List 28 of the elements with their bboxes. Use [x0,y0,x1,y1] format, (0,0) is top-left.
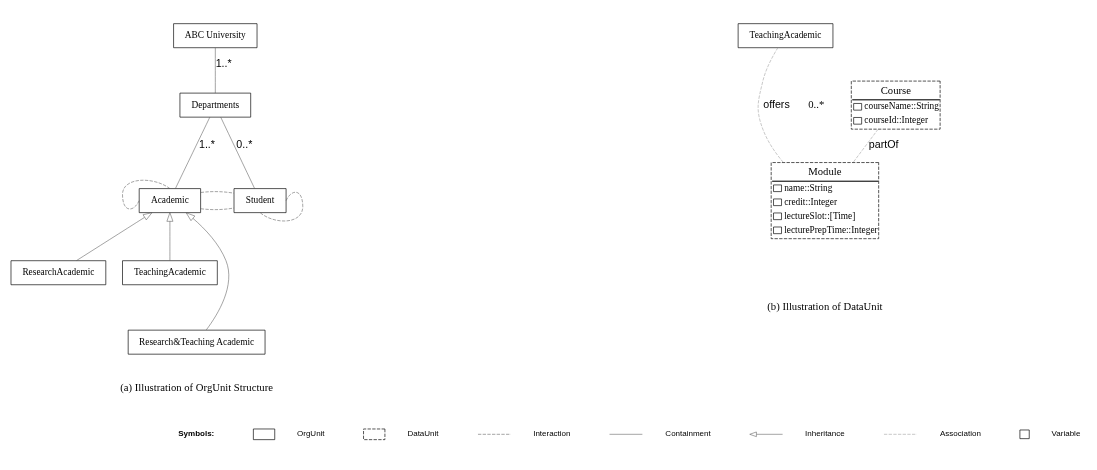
connector [215,47,216,94]
connector [200,191,235,194]
arrow [185,212,229,331]
node-box: TeachingAcademic [122,260,218,286]
label: (b) Illustration of DataUnit [767,299,883,312]
label: (a) Illustration of OrgUnit Structure [120,380,273,393]
edge-label: 1..* [215,56,232,69]
node-box: ResearchAcademic [10,260,107,286]
connector [757,47,784,163]
edge-label: offers [763,97,790,110]
node-box: Academic [138,188,201,213]
node-box: Student [233,188,287,213]
arrow [76,212,153,261]
edge-label: 0..* [236,138,253,151]
connector [175,116,211,189]
connector [122,180,171,210]
arrow [166,212,174,261]
connector [220,116,255,189]
edge-label: partOf [868,138,899,151]
label: 0..* [808,97,825,110]
connector [200,207,235,210]
connector [852,129,879,163]
node-box: TeachingAcademic [737,23,834,49]
node-box: Departments [179,92,252,118]
connector [259,192,304,222]
node-box: ABC University [173,23,258,49]
edge-label: 1..* [198,138,215,151]
node-box: Research&Teaching Academic [127,329,266,355]
